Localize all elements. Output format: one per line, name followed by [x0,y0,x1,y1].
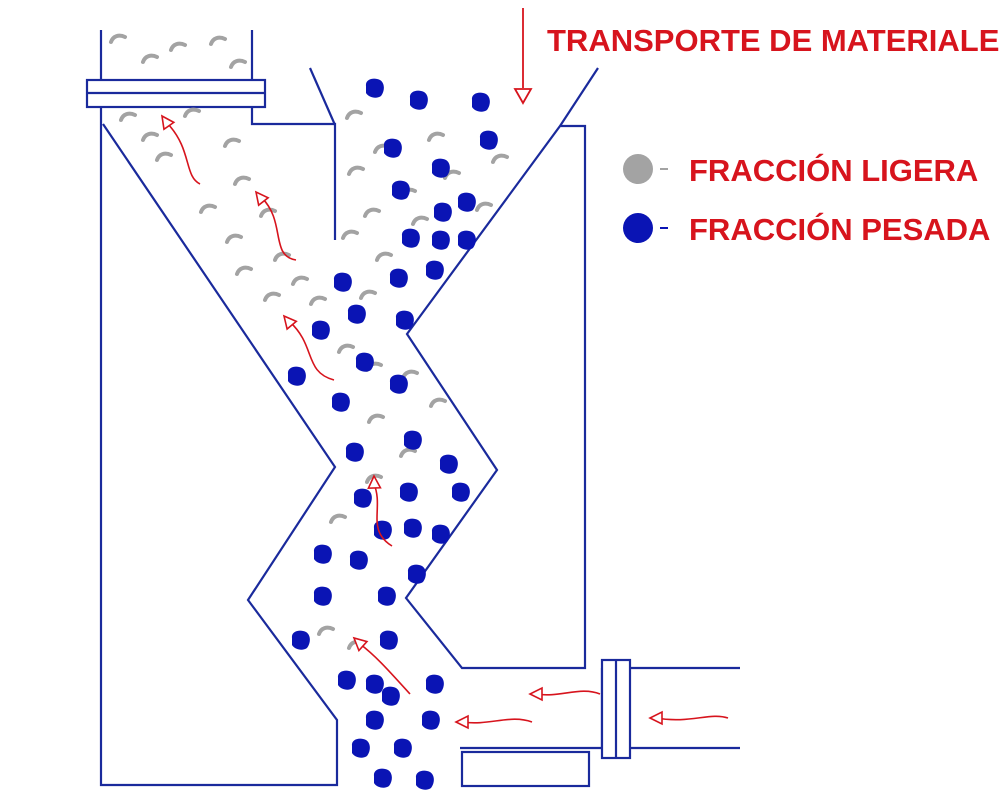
air-flow-arrow-icon [278,311,335,381]
air-flow-arrow-icon [455,715,533,729]
air-flow-arrow-icon [529,687,601,701]
air-flow-arrow-icon [250,187,297,261]
legend: FRACCIÓN LIGERA FRACCIÓN PESADA [623,152,990,247]
classifier-body [85,30,740,788]
air-flow-arrow-icon [156,111,201,185]
air-flow-arrow-icon [349,632,411,695]
title-label: TRANSPORTE DE MATERIALES [547,23,1000,58]
air-flow-arrows [156,111,729,729]
light-fraction-swatch [623,154,653,184]
feed-annotation: TRANSPORTE DE MATERIALES [513,8,1000,105]
legend-label-light: FRACCIÓN LIGERA [689,152,978,188]
heavy-fraction-swatch [623,213,653,243]
feed-arrow-head [513,88,533,105]
legend-label-heavy: FRACCIÓN PESADA [689,211,990,247]
air-flow-arrow-icon [367,474,393,547]
outlet-plate [460,750,591,788]
heavy-fraction-particles [287,78,498,790]
air-flow-arrow-icon [649,711,729,725]
